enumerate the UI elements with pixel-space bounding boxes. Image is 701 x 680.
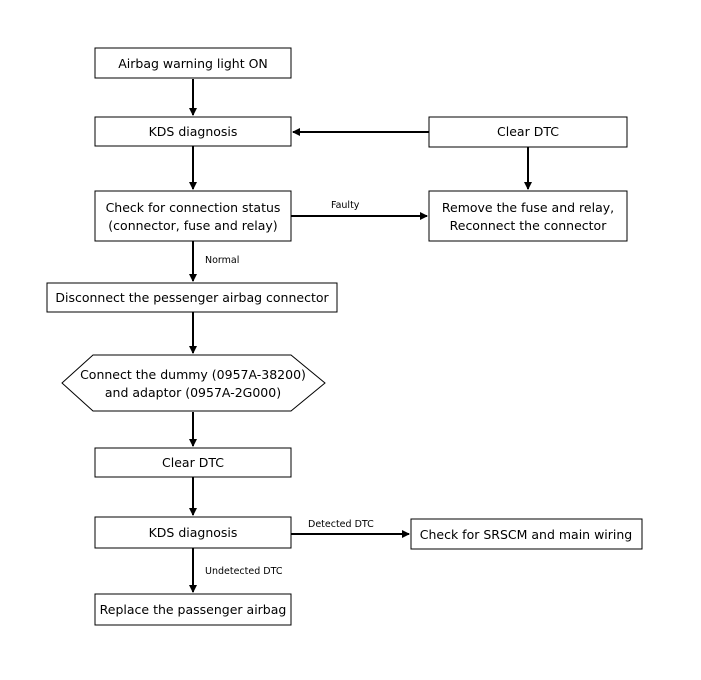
node-kds-diagnosis-2-label: KDS diagnosis (149, 525, 238, 540)
node-check-connection-line2: (connector, fuse and relay) (108, 218, 277, 233)
node-connect-dummy-line2: and adaptor (0957A-2G000) (105, 385, 281, 400)
node-check-srscm-label: Check for SRSCM and main wiring (420, 527, 633, 542)
node-replace-airbag: Replace the passenger airbag (94, 593, 292, 626)
node-kds-diagnosis-1: KDS diagnosis (94, 116, 292, 147)
edge-label-undetected-dtc: Undetected DTC (205, 566, 283, 577)
node-connect-dummy-line1: Connect the dummy (0957A-38200) (80, 367, 306, 382)
node-clear-dtc-top: Clear DTC (428, 116, 628, 148)
node-disconnect-connector: Disconnect the pessenger airbag connecto… (46, 282, 338, 313)
node-clear-dtc-top-label: Clear DTC (497, 124, 559, 139)
node-clear-dtc-2-label: Clear DTC (162, 455, 224, 470)
node-check-srscm: Check for SRSCM and main wiring (410, 518, 643, 550)
node-kds-diagnosis-2: KDS diagnosis (94, 516, 292, 549)
node-replace-airbag-label: Replace the passenger airbag (100, 602, 287, 617)
edges (189, 79, 532, 593)
edge-labels: Faulty Normal Detected DTC Undetected DT… (205, 200, 374, 577)
edge-label-faulty: Faulty (331, 200, 360, 211)
node-kds-diagnosis-1-label: KDS diagnosis (149, 124, 238, 139)
node-remove-fuse: Remove the fuse and relay, Reconnect the… (428, 190, 628, 242)
node-remove-fuse-line2: Reconnect the connector (450, 218, 608, 233)
node-connect-dummy: Connect the dummy (0957A-38200) and adap… (61, 354, 326, 412)
node-warning-light-label: Airbag warning light ON (118, 56, 268, 71)
node-clear-dtc-2: Clear DTC (94, 447, 292, 478)
node-check-connection-line1: Check for connection status (106, 200, 281, 215)
node-disconnect-connector-label: Disconnect the pessenger airbag connecto… (55, 290, 329, 305)
edge-label-detected-dtc: Detected DTC (308, 519, 374, 530)
edge-label-normal: Normal (205, 255, 239, 266)
node-remove-fuse-line1: Remove the fuse and relay, (442, 200, 614, 215)
node-check-connection: Check for connection status (connector, … (94, 190, 292, 242)
node-warning-light: Airbag warning light ON (94, 47, 292, 79)
